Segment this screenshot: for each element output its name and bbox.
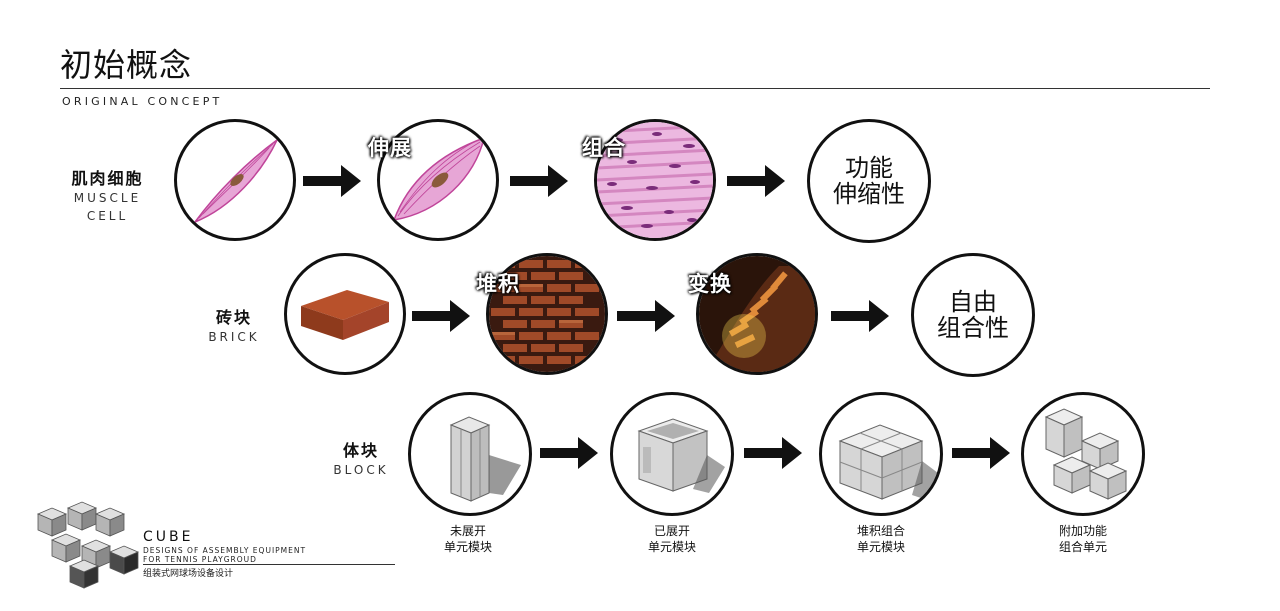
caption-functional-line2: 组合单元: [1058, 540, 1107, 554]
unfolded-module-icon: [449, 416, 521, 502]
folded-module-circle: [610, 392, 734, 516]
result-elasticity-line2: 伸缩性: [833, 180, 905, 208]
arrow-muscle-3: [727, 163, 787, 199]
result-free-line2: 组合性: [937, 314, 1009, 342]
functional-module-icon: [1044, 408, 1128, 500]
unfolded-module-circle: [408, 392, 532, 516]
logo-tagline-1: DESIGNS OF ASSEMBLY EQUIPMENT: [143, 546, 307, 555]
muscle-cell-circle: [174, 119, 296, 241]
label-transform: 变换: [688, 272, 732, 296]
brick-illustration: [301, 290, 389, 340]
logo-divider: [143, 564, 395, 565]
stacked-bricks-circle: [486, 253, 608, 375]
arrow-block-3: [952, 435, 1012, 471]
cube-logo-mark: [34, 500, 142, 594]
logo-tagline-zh: 组装式网球场设备设计: [143, 569, 234, 579]
label-stretch: 伸展: [368, 136, 412, 160]
result-free-line1: 自由: [949, 288, 997, 316]
arrow-brick-3: [831, 298, 891, 334]
row-label-brick-zh: 砖块: [215, 308, 252, 327]
caption-folded-line2: 单元模块: [647, 540, 696, 554]
stretched-cell-illustration: [392, 136, 486, 221]
brick-circle: [284, 253, 406, 375]
result-circle-free-combination: 自由 组合性: [911, 253, 1035, 377]
arrow-muscle-1: [303, 163, 363, 199]
caption-unfolded-line1: 未展开: [449, 524, 486, 538]
caption-stacked-line2: 单元模块: [856, 540, 905, 554]
caption-folded-line1: 已展开: [653, 524, 690, 538]
result-circle-elasticity: 功能 伸缩性: [807, 119, 931, 243]
row-label-brick-en: BRICK: [208, 330, 260, 344]
arrow-brick-1: [412, 298, 472, 334]
cube-logo-icon: [36, 501, 140, 589]
caption-unfolded-line2: 单元模块: [443, 540, 492, 554]
row-label-brick: 砖块 BRICK: [188, 304, 280, 346]
muscle-tissue-circle: [594, 119, 716, 241]
page-title: 初始概念: [60, 46, 193, 84]
caption-unfolded: 未展开 单元模块: [418, 523, 518, 555]
caption-functional-line1: 附加功能: [1058, 524, 1107, 538]
arrow-muscle-2: [510, 163, 570, 199]
row-label-block: 体块 BLOCK: [315, 437, 407, 479]
row-label-muscle: 肌肉细胞 MUSCLE CELL: [60, 165, 155, 225]
stacked-module-circle: [819, 392, 943, 516]
folded-module-icon: [637, 418, 725, 493]
muscle-cell-illustration: [192, 139, 278, 224]
caption-stacked: 堆积组合 单元模块: [831, 523, 931, 555]
logo-tagline-2: FOR TENNIS PLAYGROUD: [143, 555, 257, 564]
row-label-block-en: BLOCK: [333, 463, 389, 477]
arrow-block-2: [744, 435, 804, 471]
row-label-muscle-zh: 肌肉细胞: [71, 169, 144, 188]
row-label-muscle-en-2: CELL: [86, 209, 129, 223]
title-divider: [60, 88, 1210, 89]
logo-name: CUBE: [143, 529, 194, 545]
arrow-block-1: [540, 435, 600, 471]
row-label-muscle-en-1: MUSCLE: [73, 191, 142, 205]
label-stack: 堆积: [476, 272, 520, 296]
transformed-bricks-circle: [696, 253, 818, 375]
caption-functional: 附加功能 组合单元: [1033, 523, 1133, 555]
stacked-bricks-illustration: [489, 256, 605, 372]
stacked-module-icon: [838, 424, 938, 500]
caption-stacked-line1: 堆积组合: [856, 524, 905, 538]
label-combine: 组合: [582, 136, 626, 160]
result-elasticity-line1: 功能: [845, 154, 893, 182]
stretched-cell-circle: [377, 119, 499, 241]
functional-module-circle: [1021, 392, 1145, 516]
muscle-tissue-illustration: [597, 122, 713, 238]
transformed-bricks-illustration: [699, 256, 815, 372]
arrow-brick-2: [617, 298, 677, 334]
row-label-block-zh: 体块: [342, 441, 379, 460]
caption-folded: 已展开 单元模块: [622, 523, 722, 555]
page-subtitle: ORIGINAL CONCEPT: [62, 95, 223, 108]
